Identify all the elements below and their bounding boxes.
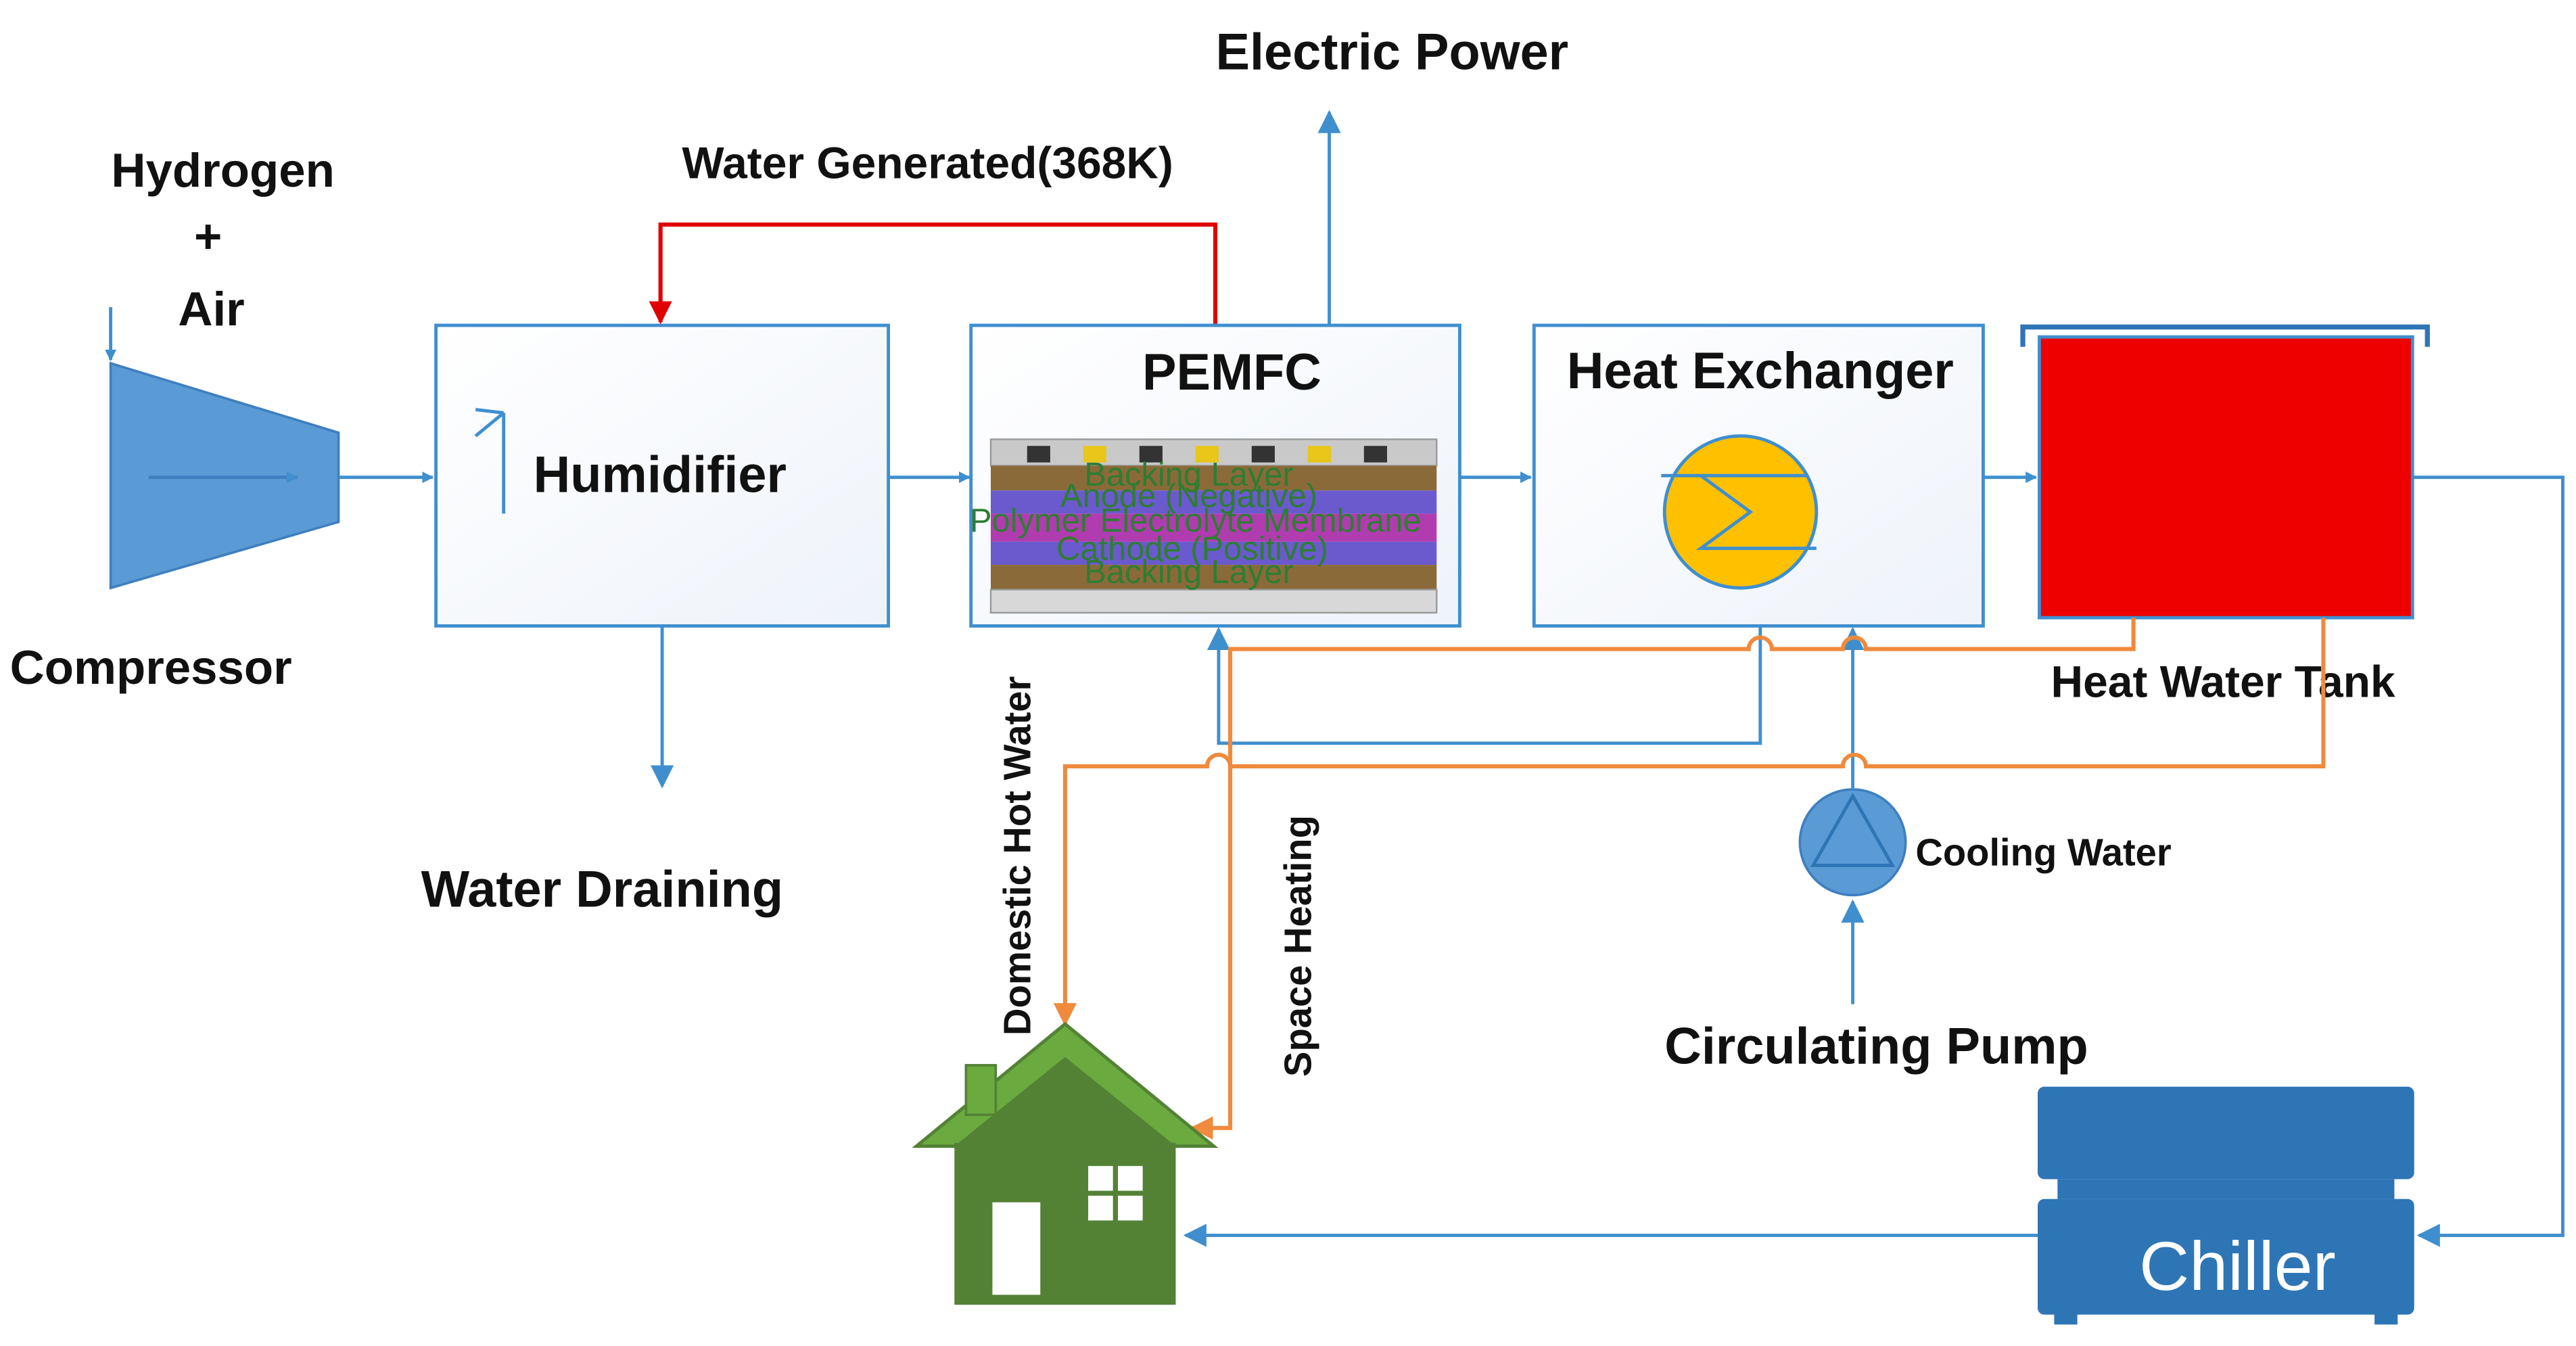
- heat-water-tank-label: Heat Water Tank: [2051, 656, 2395, 706]
- pemfc-layer-4: [991, 565, 1437, 590]
- tank-icon: [2038, 335, 2414, 620]
- pemfc-layer-3: [991, 541, 1437, 565]
- flow-space-heating: [1190, 618, 2136, 1140]
- flow-tank-chiller: [2412, 475, 2565, 1247]
- flow-domestic-hot-water: [1053, 618, 2326, 1027]
- domestic-hot-water-label: Domestic Hot Water: [996, 676, 1039, 1036]
- pemfc-layer-2: [991, 513, 1437, 542]
- plus-label: +: [194, 210, 222, 264]
- heat-exchanger-box: Heat Exchanger: [1532, 323, 1985, 628]
- pemfc-layer-0: [991, 465, 1437, 491]
- circulating-pump-label: Circulating Pump: [1664, 1017, 2088, 1075]
- pemfc-layer-4-label: Backing Layer: [1084, 554, 1293, 590]
- house-window: [1088, 1165, 1143, 1221]
- pemfc-box: PEMFC Backing Layer Anode (Negative) Pol…: [969, 323, 1461, 628]
- pemfc-layer-3-label: Cathode (Positive): [1056, 531, 1328, 567]
- humidifier-box: Humidifier: [434, 323, 891, 628]
- chiller-label: Chiller: [2139, 1227, 2336, 1305]
- house-icon: [912, 1021, 1219, 1305]
- water-generated-label: Water Generated(368K): [682, 138, 1173, 188]
- humidifier-icon: [474, 408, 506, 514]
- chiller-icon: [2038, 1086, 2414, 1325]
- heat-exchanger-label: Heat Exchanger: [1567, 342, 1954, 400]
- water-draining-label: Water Draining: [421, 861, 783, 919]
- hydrogen-label: Hydrogen: [111, 144, 334, 198]
- air-label: Air: [178, 283, 244, 336]
- compressor: [109, 361, 340, 590]
- pemfc-label: PEMFC: [1142, 344, 1321, 401]
- flow-heat-exchanger-pemfc-return: [1207, 626, 1762, 745]
- chiller: Chiller: [2038, 1086, 2414, 1325]
- pemfc-cell-stack: Backing Layer Anode (Negative) Polymer E…: [970, 438, 1438, 614]
- humidifier-label: Humidifier: [534, 446, 787, 504]
- tank-lid: [2020, 324, 2430, 347]
- heat-water-tank: [2020, 324, 2430, 620]
- compressor-label: Compressor: [10, 641, 292, 695]
- pemfc-layer-1-label: Anode (Negative): [1060, 478, 1317, 515]
- pemfc-layer-1: [991, 490, 1437, 514]
- pemfc-layer-2-label: Polymer Electrolyte Membrane: [970, 503, 1422, 539]
- space-heating-label: Space Heating: [1277, 815, 1319, 1077]
- heat-exchanger-icon: [1661, 434, 1819, 590]
- pump-icon: [1798, 788, 1907, 897]
- house-door: [992, 1202, 1041, 1295]
- water-generated-flow: [649, 223, 1218, 326]
- electric-power-label: Electric Power: [1215, 24, 1568, 81]
- cooling-water-label: Cooling Water: [1915, 831, 2171, 873]
- pemfc-layer-0-label: Backing Layer: [1084, 457, 1293, 493]
